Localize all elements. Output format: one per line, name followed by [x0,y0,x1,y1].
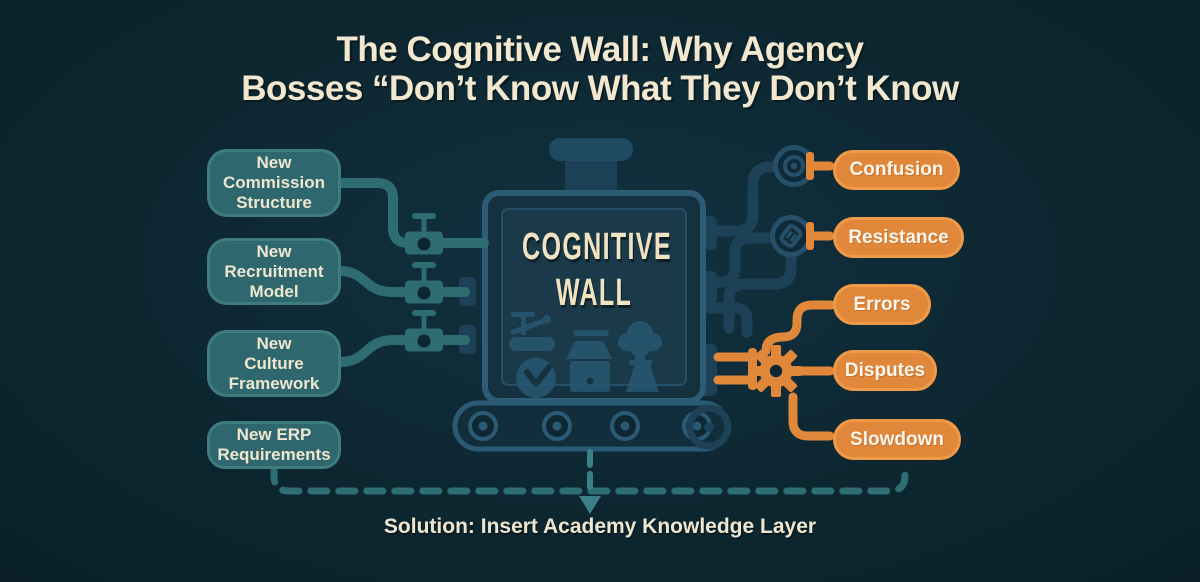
pipe-valves [405,213,443,352]
machine-label-line-2: WALL [555,272,633,314]
output-box-slowdown: Slowdown [833,419,961,460]
output-box-confusion: Confusion [833,150,960,190]
output-box-disputes: Disputes [833,350,937,391]
solution-arrow [579,449,601,514]
solution-caption: Solution: Insert Academy Knowledge Layer [383,515,817,538]
valve-icon [405,213,443,255]
machine-label: COGNITIVE WALL [522,224,672,316]
input-label: New Culture Framework [228,333,320,393]
valve-icon [405,310,443,352]
input-label: New Recruitment Model [224,241,324,301]
input-box-commission-structure: New Commission Structure [207,149,341,217]
gauge-dial-icon [770,215,812,257]
orange-output-pipes [713,152,836,441]
output-label: Slowdown [850,428,944,450]
output-box-resistance: Resistance [833,217,964,258]
input-pipes [335,178,489,367]
pipe-joint-dot [704,422,714,432]
cognitive-wall-machine [452,138,732,452]
gauge-dial-icon [773,145,815,187]
dark-output-pipes [695,161,797,338]
pipe-joint-ring [686,404,732,450]
down-arrow-icon [579,496,601,514]
machine-label-line-1: COGNITIVE [522,226,672,268]
output-label: Confusion [849,159,944,180]
output-label: Resistance [848,226,949,248]
grinder-icon [566,330,612,392]
machine-chimney-cap [549,138,633,161]
machine-interior-icons [509,312,662,398]
input-label: New Commission Structure [222,153,326,212]
page-title: The Cognitive Wall: Why Agency Bosses “D… [0,30,1200,108]
output-label: Disputes [844,359,926,381]
title-line-1: The Cognitive Wall: Why Agency [336,30,864,69]
input-box-culture-framework: New Culture Framework [207,330,341,397]
bypass-dashed-line [270,462,909,495]
input-box-erp-requirements: New ERP Requirements [207,421,341,469]
gear-icon [750,345,802,397]
title-line-2: Bosses “Don’t Know What They Don’t Know [241,69,959,108]
conveyor-belt [452,400,730,452]
output-label: Errors [853,293,911,315]
input-box-recruitment-model: New Recruitment Model [207,238,341,305]
gauges [770,145,815,257]
mixer-icon [509,312,556,398]
valve-icon [405,262,443,304]
reaction-cloud-icon [618,321,662,392]
input-label: New ERP Requirements [217,425,331,464]
output-box-errors: Errors [833,284,931,325]
